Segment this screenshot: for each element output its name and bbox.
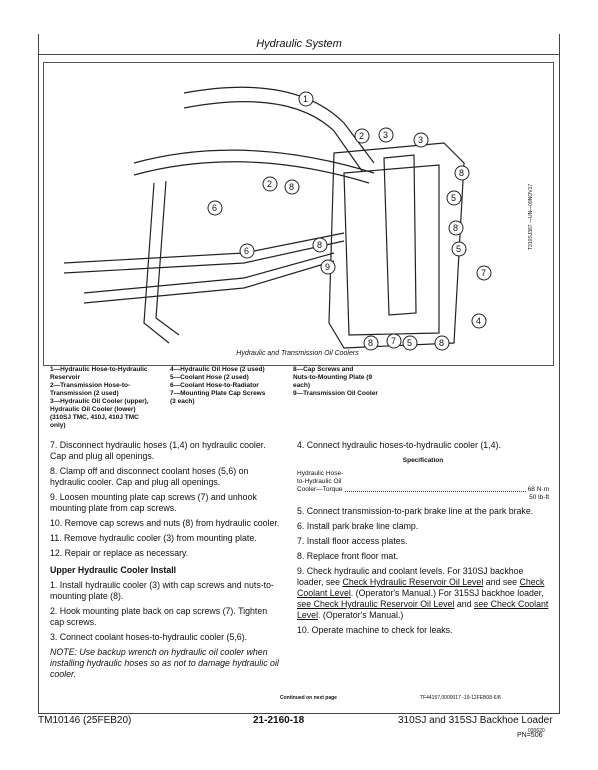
callout-5b [451, 241, 467, 257]
footer-code: 030620 [528, 728, 545, 734]
svg-text:8: 8 [289, 182, 294, 192]
figure-id: T310SJ387 —UN—09NOV17 [528, 183, 534, 250]
legend-col-1: 1—Hydraulic Hose-to-Hydraulic Reservoir … [50, 366, 149, 429]
callout-3b [413, 132, 429, 148]
step: 12. Repair or replace as necessary. [50, 548, 189, 558]
step: 8. Replace front floor mat. [297, 551, 399, 561]
svg-text:1: 1 [303, 94, 308, 104]
hose-line [183, 86, 375, 164]
callout-5c [402, 335, 418, 351]
step: 11. Remove hydraulic cooler (3) from mou… [50, 533, 257, 543]
right-column: 4. Connect hydraulic hoses-to-hydraulic … [297, 440, 549, 640]
spec-table: Hydraulic Hose- to-Hydraulic Oil Cooler—… [297, 470, 549, 501]
callout-3 [378, 127, 394, 143]
footer-manual-id: TM10146 (25FEB20) [38, 715, 132, 726]
cooler-plate [383, 154, 417, 316]
hose-line [183, 101, 363, 172]
callout-7b [386, 333, 402, 349]
step: 6. Install park brake line clamp. [297, 521, 419, 531]
hose-line [83, 260, 335, 304]
step: 10. Operate machine to check for leaks. [297, 625, 453, 635]
svg-text:9: 9 [325, 262, 330, 272]
svg-text:3: 3 [383, 130, 388, 140]
link-check-hydraulic-oil[interactable]: Check Hydraulic Reservoir Oil Level [342, 577, 484, 587]
figure-caption: Hydraulic and Transmission Oil Coolers [236, 350, 359, 357]
callout-2b [262, 176, 278, 192]
callout-2 [354, 128, 370, 144]
callout-8d [312, 237, 328, 253]
hose-line [143, 182, 170, 344]
svg-text:5: 5 [451, 193, 456, 203]
footer-product: 310SJ and 315SJ Backhoe Loader [398, 715, 553, 726]
svg-text:6: 6 [212, 203, 217, 213]
svg-text:5: 5 [456, 244, 461, 254]
svg-text:8: 8 [459, 168, 464, 178]
callout-8c [448, 220, 464, 236]
svg-text:5: 5 [407, 338, 412, 348]
callout-8b [454, 165, 470, 181]
hose-line [63, 232, 345, 264]
step: 8. Clamp off and disconnect coolant hose… [50, 466, 249, 487]
step: 7. Install floor access plates. [297, 536, 408, 546]
svg-text:8: 8 [439, 338, 444, 348]
svg-text:7: 7 [481, 268, 486, 278]
step: 7. Disconnect hydraulic hoses (1,4) on h… [50, 440, 266, 461]
svg-text:3: 3 [418, 135, 423, 145]
cooler-outline [328, 142, 465, 349]
step: 1. Install hydraulic cooler (3) with cap… [50, 580, 274, 601]
left-column: 7. Disconnect hydraulic hoses (1,4) on h… [50, 440, 280, 684]
svg-text:8: 8 [368, 338, 373, 348]
step: 2. Hook mounting plate back on cap screw… [50, 606, 268, 627]
link-check-coolant-2[interactable]: see Check Coolant Level [297, 599, 549, 620]
link-check-hydraulic-oil-2[interactable]: see Check Hydraulic Reservoir Oil Level [297, 599, 455, 609]
callout-8 [284, 179, 300, 195]
step: 9. Loosen mounting plate cap screws (7) … [50, 492, 257, 513]
step: 10. Remove cap screws and nuts (8) from … [50, 518, 280, 528]
footer-page-number: 21-2160-18 [253, 715, 305, 726]
note: NOTE: Use backup wrench on hydraulic oil… [50, 647, 279, 679]
svg-text:6: 6 [244, 246, 249, 256]
page-frame [38, 34, 560, 714]
callout-8e [363, 335, 379, 351]
link-check-coolant[interactable]: Check Coolant Level [297, 577, 545, 598]
step: 3. Connect coolant hoses-to-hydraulic co… [50, 632, 248, 642]
header-divider [38, 54, 560, 55]
svg-text:7: 7 [391, 336, 396, 346]
svg-text:8: 8 [317, 240, 322, 250]
callout-7 [476, 265, 492, 281]
continued-note: Continued on next page [280, 695, 337, 701]
hose-line [63, 240, 345, 274]
hose-line [133, 161, 370, 184]
callout-5 [446, 190, 462, 206]
legend-col-2: 4—Hydraulic Oil Hose (2 used)5—Coolant H… [170, 366, 266, 405]
cooler-core [343, 164, 440, 336]
doc-code: TF44157,0000017 -19-12FEB08-6/8 [420, 695, 501, 701]
page-title: Hydraulic System [256, 38, 342, 50]
svg-text:8: 8 [453, 223, 458, 233]
callout-9 [320, 259, 336, 275]
section-heading: Upper Hydraulic Cooler Install [50, 565, 177, 575]
step-9: 9. Check hydraulic and coolant levels. F… [297, 566, 549, 620]
step: 5. Connect transmission-to-park brake li… [297, 506, 534, 516]
spec-title: Specification [402, 457, 444, 464]
callout-6b [239, 243, 255, 259]
step: 4. Connect hydraulic hoses-to-hydraulic … [297, 440, 501, 450]
legend-col-3: 8—Cap Screws and Nuts-to-Mounting Plate … [293, 366, 378, 397]
footer-pn: PN=506 [517, 732, 543, 739]
figure-illustration: 1 2 3 3 2 6 6 8 8 5 8 5 8 9 7 4 8 7 5 8 [43, 62, 554, 366]
svg-text:2: 2 [267, 179, 272, 189]
cooler-diagram: 1 2 3 3 2 6 6 8 8 5 8 5 8 9 7 4 8 7 5 8 [63, 86, 492, 351]
hose-line [83, 252, 335, 294]
svg-text:2: 2 [359, 131, 364, 141]
callout-6 [207, 200, 223, 216]
svg-text:4: 4 [476, 316, 481, 326]
callout-1 [298, 91, 314, 107]
callout-8f [434, 335, 450, 351]
hose-line [133, 149, 375, 174]
callout-4 [471, 313, 487, 329]
hose-line [155, 180, 180, 336]
